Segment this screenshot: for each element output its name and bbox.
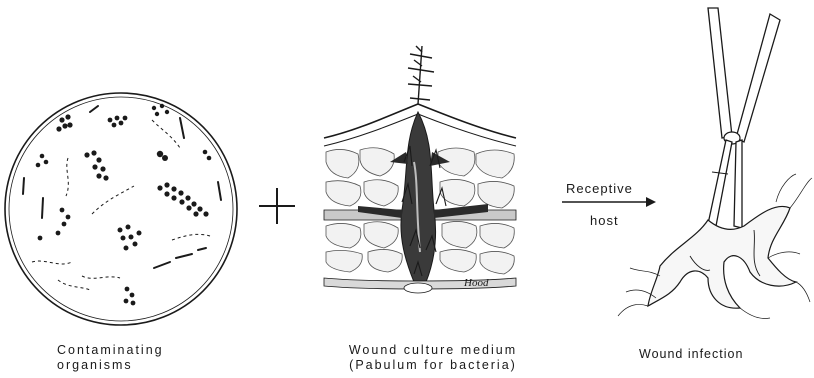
- forceps-handle-right: [736, 14, 780, 142]
- caption-medium-line2: (Pabulum for bacteria): [318, 358, 548, 373]
- plus-icon: [257, 186, 297, 226]
- plus-sign: [257, 186, 297, 226]
- caption-organisms-line1: Contaminating: [57, 343, 207, 358]
- caption-infection: Wound infection: [639, 347, 789, 362]
- artist-signature: Hood: [463, 277, 489, 289]
- wound-cavity: [401, 112, 436, 282]
- forceps-jaw-left: [708, 140, 732, 226]
- petri-dish-icon: [2, 90, 240, 328]
- wound-tissue-icon: Hood: [318, 42, 522, 304]
- suture-stitches: [408, 46, 434, 104]
- spirilla-dashed: [32, 120, 210, 290]
- bacilli-rods: [23, 106, 221, 268]
- forceps-jaw-right: [734, 140, 742, 228]
- infected-tissue: [648, 206, 796, 308]
- forceps-handle-left: [708, 8, 732, 138]
- caption-medium-line1: Wound culture medium: [318, 343, 548, 358]
- caption-organisms: Contaminating organisms: [57, 343, 207, 373]
- caption-organisms-line2: organisms: [57, 358, 207, 373]
- hemostat-forceps-icon: [600, 6, 814, 336]
- caption-infection-line1: Wound infection: [639, 347, 789, 362]
- cocci-clusters: [36, 104, 212, 306]
- caption-medium: Wound culture medium (Pabulum for bacter…: [318, 343, 548, 373]
